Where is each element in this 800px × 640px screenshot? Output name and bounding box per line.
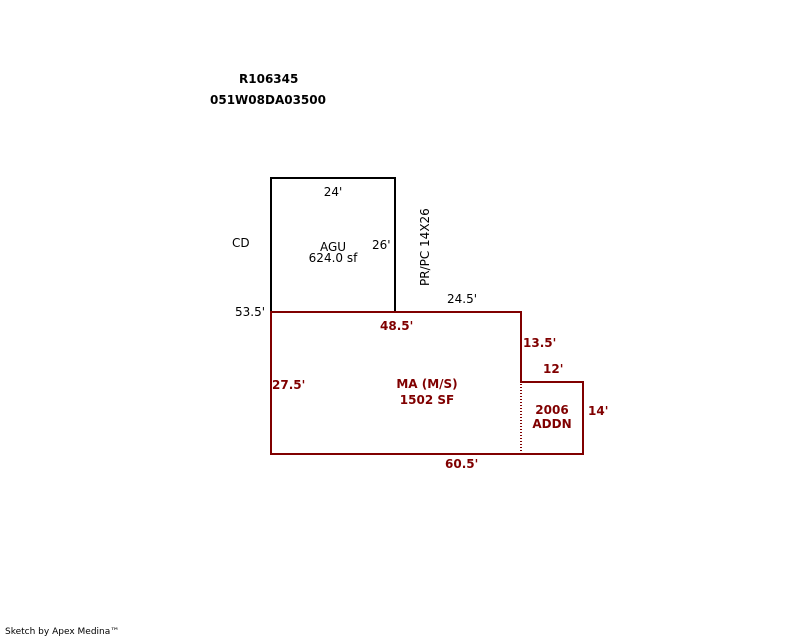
map-number: 051W08DA03500 bbox=[210, 93, 326, 107]
main-area-outline bbox=[270, 311, 584, 455]
agu-top-dimension: 24' bbox=[323, 185, 343, 199]
left-total-dimension: 53.5' bbox=[235, 305, 266, 319]
addition-label: ADDN bbox=[532, 417, 572, 431]
main-top-dimension: 48.5' bbox=[380, 319, 414, 333]
main-area-size: 1502 SF bbox=[399, 393, 455, 407]
top-right-dimension: 24.5' bbox=[447, 292, 478, 306]
cd-label: CD bbox=[232, 236, 250, 250]
addition-right-dimension: 14' bbox=[588, 404, 609, 418]
addition-year: 2006 bbox=[535, 403, 569, 417]
main-left-dimension: 27.5' bbox=[272, 378, 306, 392]
main-area-label: MA (M/S) bbox=[396, 377, 458, 391]
agu-label: AGU bbox=[319, 240, 347, 254]
agu-right-dimension: 26' bbox=[372, 238, 391, 252]
account-number: R106345 bbox=[239, 72, 299, 86]
bottom-dimension: 60.5' bbox=[445, 457, 479, 471]
sketch-credit: Sketch by Apex Medina™ bbox=[5, 627, 120, 637]
main-right-dimension: 13.5' bbox=[523, 336, 557, 350]
agu-area: 624.0 sf bbox=[308, 251, 358, 265]
addition-top-dimension: 12' bbox=[543, 362, 564, 376]
porch-label: PR/PC 14X26 bbox=[418, 208, 432, 286]
